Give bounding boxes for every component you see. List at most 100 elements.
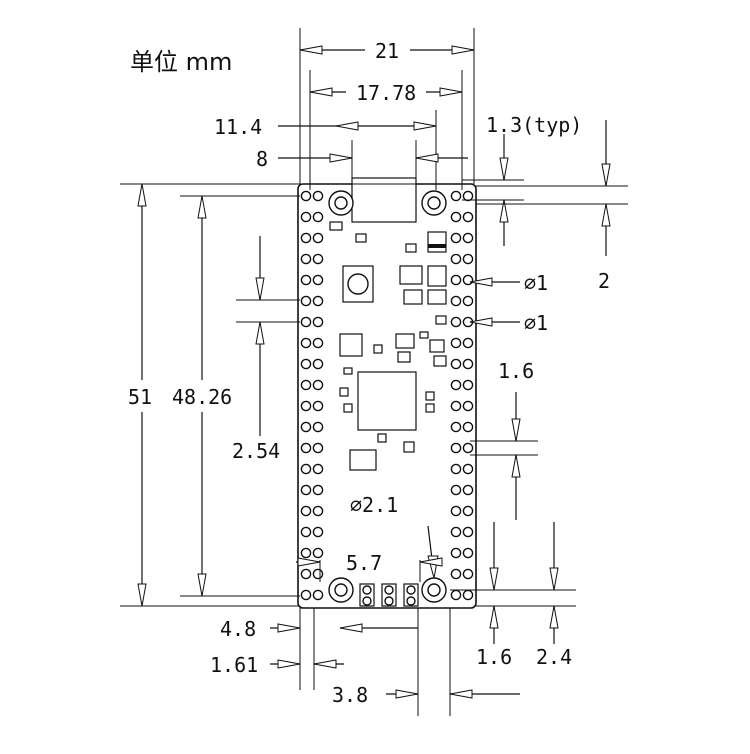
pin-pad xyxy=(450,274,462,286)
pin-pad xyxy=(462,400,474,412)
pin-pad xyxy=(450,337,462,349)
pin-pad xyxy=(300,547,312,559)
pin-pad xyxy=(300,253,312,265)
pin-pad xyxy=(312,253,324,265)
pin-pad xyxy=(462,421,474,433)
pin-pad xyxy=(312,190,324,202)
dim-pad-typ: 1.3(typ) xyxy=(486,113,582,137)
pin-pad xyxy=(312,484,324,496)
pin-pad xyxy=(312,421,324,433)
pin-pad xyxy=(462,526,474,538)
pin-pad xyxy=(312,400,324,412)
pin-pad xyxy=(300,274,312,286)
dim-top-offset: 2 xyxy=(598,269,610,293)
pin-pad xyxy=(462,568,474,580)
pin-pad xyxy=(300,568,312,580)
dim-overall-length: 51 xyxy=(128,385,152,409)
pin-pad xyxy=(312,568,324,580)
pin-pad xyxy=(450,253,462,265)
pin-pad xyxy=(312,337,324,349)
pin-pad xyxy=(450,547,462,559)
pin-pad xyxy=(312,211,324,223)
pin-pad xyxy=(300,190,312,202)
pin-pad xyxy=(312,316,324,328)
pin-row-right xyxy=(450,190,474,601)
dim-bottom-right-2-4: 2.4 xyxy=(536,645,572,669)
pin-pad xyxy=(300,421,312,433)
components xyxy=(329,221,447,471)
pin-pad xyxy=(312,379,324,391)
pin-pad xyxy=(462,232,474,244)
pin-pad xyxy=(462,463,474,475)
pin-pad xyxy=(312,463,324,475)
pin-pad xyxy=(450,232,462,244)
pin-pad xyxy=(312,589,324,601)
dim-bottom-right-1-6: 1.6 xyxy=(476,645,512,669)
pin-pad xyxy=(312,295,324,307)
pin-pad xyxy=(312,274,324,286)
dim-debug-span: 5.7 xyxy=(346,551,382,575)
dim-hole-d1-b: ∅1 xyxy=(524,311,548,335)
dim-pin-pitch: 2.54 xyxy=(232,439,280,463)
pin-pad xyxy=(462,211,474,223)
pin-pad xyxy=(450,463,462,475)
pin-pad xyxy=(450,421,462,433)
pin-pad xyxy=(312,442,324,454)
dim-bottom-3-8: 3.8 xyxy=(332,683,368,707)
pin-pad xyxy=(462,295,474,307)
pin-pad xyxy=(300,505,312,517)
pin-pad xyxy=(300,463,312,475)
pin-pad xyxy=(450,379,462,391)
rp2040-chip xyxy=(357,371,417,431)
pin-pad xyxy=(450,295,462,307)
dim-11-4: 11.4 xyxy=(214,115,262,139)
unit-label: 单位 mm xyxy=(130,48,232,76)
dim-pin-row-spacing: 17.78 xyxy=(356,81,416,105)
dim-bottom-4-8: 4.8 xyxy=(220,617,256,641)
pin-pad xyxy=(450,400,462,412)
dim-pin-span: 48.26 xyxy=(172,385,232,409)
pin-pad xyxy=(450,190,462,202)
flash-chip xyxy=(349,449,377,471)
pin-pad xyxy=(312,232,324,244)
pin-pad xyxy=(300,337,312,349)
dim-mount-hole: ∅2.1 xyxy=(350,493,398,517)
pin-pad xyxy=(462,274,474,286)
pin-pad xyxy=(300,442,312,454)
pin-pad xyxy=(450,589,462,601)
pin-pad xyxy=(312,547,324,559)
pin-pad xyxy=(312,526,324,538)
pin-pad xyxy=(450,505,462,517)
pin-pad xyxy=(300,526,312,538)
pin-pad xyxy=(300,295,312,307)
board xyxy=(297,177,477,609)
pin-pad xyxy=(300,358,312,370)
pin-pad xyxy=(462,190,474,202)
pin-pad xyxy=(450,568,462,580)
pin-pad xyxy=(462,253,474,265)
pin-pad xyxy=(300,484,312,496)
pin-pad xyxy=(462,547,474,559)
pin-pad xyxy=(300,232,312,244)
pin-pad xyxy=(462,505,474,517)
pin-pad xyxy=(450,358,462,370)
dim-overall-width: 21 xyxy=(375,39,399,63)
pin-pad xyxy=(462,589,474,601)
dim-hole-d1-a: ∅1 xyxy=(524,271,548,295)
pin-pad xyxy=(462,358,474,370)
dimension-labels: 21 17.78 11.4 8 1.3(typ) 2 ∅1 ∅1 51 48.2… xyxy=(128,39,610,707)
pin-pad xyxy=(450,526,462,538)
dim-pad-gap: 1.6 xyxy=(498,359,534,383)
pin-pad xyxy=(450,484,462,496)
pin-row-left xyxy=(300,190,324,601)
usb-connector xyxy=(351,177,417,223)
pin-pad xyxy=(462,337,474,349)
pin-pad xyxy=(312,505,324,517)
pin-pad xyxy=(300,316,312,328)
pin-pad xyxy=(300,211,312,223)
dim-usb-width: 8 xyxy=(256,147,268,171)
dimension-lines xyxy=(120,28,628,716)
pin-pad xyxy=(462,484,474,496)
dim-bottom-1-61: 1.61 xyxy=(210,653,258,677)
